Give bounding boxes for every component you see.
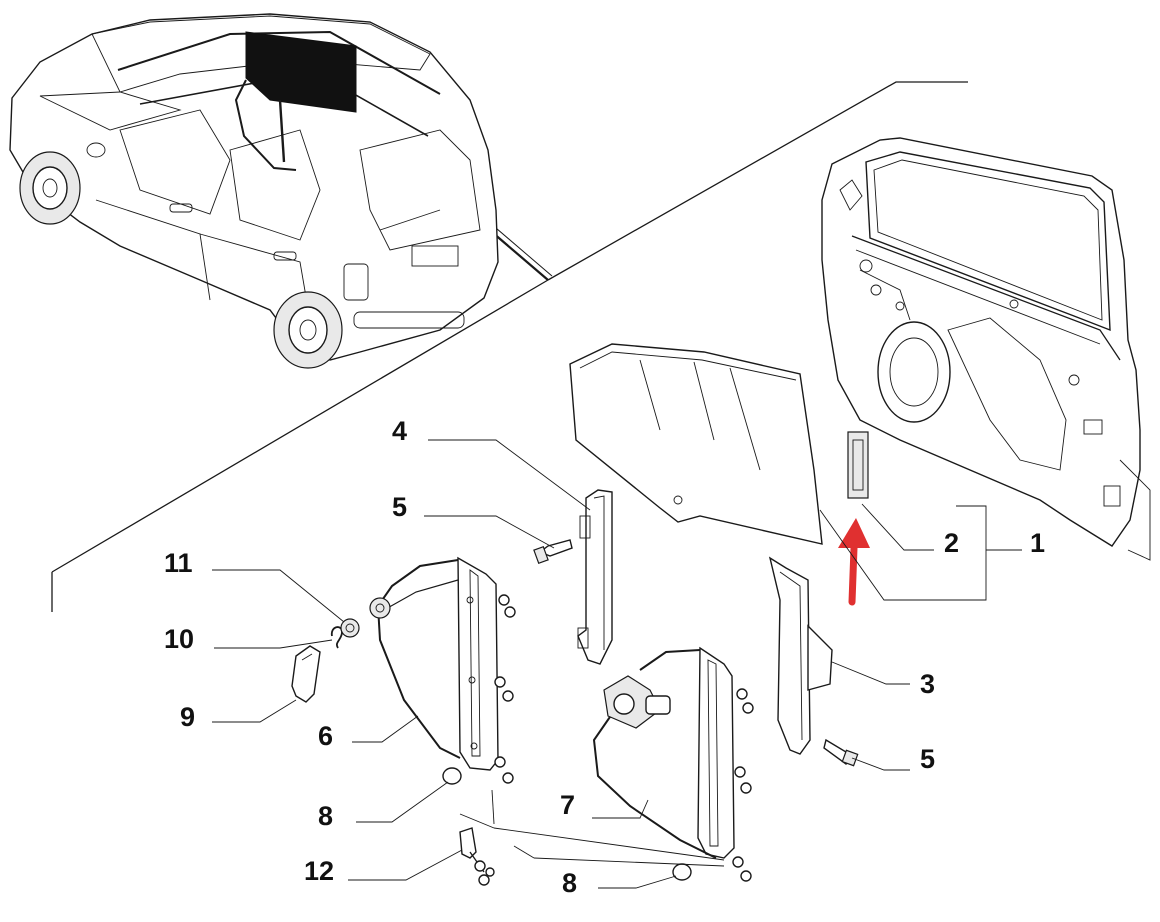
- regulator-motor: [603, 675, 671, 729]
- window-glass: [569, 343, 823, 545]
- bracket-12: [459, 827, 495, 886]
- car-overview: [9, 13, 499, 369]
- highlight-arrow: [838, 518, 870, 606]
- leader-lines: [212, 439, 1022, 889]
- glass-guide-4: [577, 489, 613, 665]
- highlighted-window-glass: [245, 31, 357, 113]
- callout-8-upper: 8: [318, 801, 333, 831]
- regulator-7-bolts: [732, 688, 754, 882]
- nut-8-lower: [672, 863, 692, 881]
- callout-5-right: 5: [920, 744, 935, 774]
- bracket-part-2: [847, 431, 869, 499]
- screw-5-right: [823, 738, 859, 767]
- clip-10: [330, 626, 343, 649]
- callout-11: 11: [164, 548, 193, 578]
- crank-handle-9: [291, 645, 321, 703]
- callout-10: 10: [164, 624, 194, 654]
- callout-4: 4: [392, 416, 407, 446]
- front-wheel: [19, 151, 81, 225]
- regulator-6-bolts: [494, 594, 516, 784]
- callout-8-lower: 8: [562, 868, 577, 898]
- screw-5-left: [533, 539, 573, 565]
- callout-1: 1: [1030, 528, 1045, 558]
- callout-6: 6: [318, 721, 333, 751]
- door-frame: [821, 137, 1151, 561]
- bushing-11: [340, 618, 360, 638]
- assembly-lines: [459, 789, 725, 867]
- rear-wheel: [273, 291, 343, 369]
- callout-2: 2: [944, 528, 959, 558]
- callout-7: 7: [560, 790, 575, 820]
- manual-regulator-6: [369, 556, 516, 784]
- glass-guide-3: [768, 556, 833, 755]
- callout-9: 9: [180, 702, 195, 732]
- callout-labels: 1 2 3 4 5 5 6 7 8 8 9 10 11 12: [164, 416, 1045, 898]
- electric-regulator-7: [592, 646, 754, 882]
- callout-3: 3: [920, 669, 935, 699]
- callout-12: 12: [304, 856, 334, 886]
- nut-8-upper: [442, 767, 462, 785]
- callout-5-left: 5: [392, 492, 407, 522]
